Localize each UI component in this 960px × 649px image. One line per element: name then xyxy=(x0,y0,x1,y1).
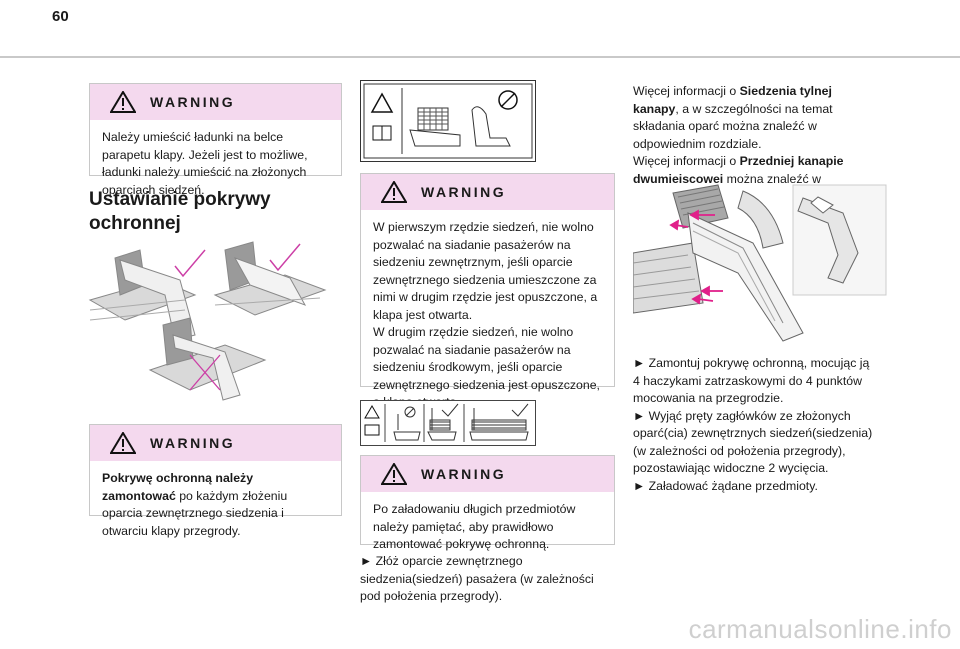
step-fold-seat: ► Złóż oparcie zewnętrznego siedzenia(si… xyxy=(360,554,594,603)
manual-book-icon xyxy=(364,424,380,436)
check-mark-1 xyxy=(174,249,206,278)
seat-drawing-3 xyxy=(148,317,267,401)
page-number: 60 xyxy=(52,8,69,25)
cover-mounting-illustration xyxy=(633,183,888,343)
warning-box-3: WARNING W pierwszym rzędzie siedzeń, nie… xyxy=(360,173,615,409)
intro-text-c: Więcej informacji o xyxy=(633,154,740,168)
warning-box-4: WARNING Po załadowaniu długich przedmiot… xyxy=(360,455,615,551)
warning-triangle-icon xyxy=(364,405,380,419)
warning-triangle-icon xyxy=(381,181,407,203)
column-3-steps: ► Zamontuj pokrywę ochronną, mocując ją … xyxy=(633,355,873,495)
hook-detail xyxy=(792,184,887,296)
warning-title: WARNING xyxy=(421,466,507,482)
warning-triangle-icon xyxy=(110,432,136,454)
step-load-items: ► Załadować żądane przedmioty. xyxy=(633,478,818,493)
watermark: carmanualsonline.info xyxy=(688,614,952,644)
warning-header: WARNING xyxy=(90,425,341,461)
warning-title: WARNING xyxy=(421,184,507,200)
seat-grid-drawing xyxy=(409,106,511,147)
config-1 xyxy=(393,406,421,441)
seat-drawing-2 xyxy=(213,241,327,316)
hook-arrows xyxy=(669,209,723,305)
warning-text: Pokrywę ochronną należy zamontować po ka… xyxy=(90,461,341,550)
warning-bold: Pokrywę ochronną należy zamontować xyxy=(102,471,254,503)
partition-drawing xyxy=(633,184,804,342)
warning-text: W pierwszym rzędzie siedzeń, nie wolno p… xyxy=(373,220,600,409)
section-heading: Ustawianie pokrywy ochronnej xyxy=(89,189,271,234)
step-mount-cover: ► Zamontuj pokrywę ochronną, mocując ją … xyxy=(633,356,870,405)
warning-triangle-icon xyxy=(381,463,407,485)
warning-title: WARNING xyxy=(150,435,236,451)
warning-box-1: WARNING Należy umieścić ładunki na belce… xyxy=(89,83,342,197)
top-rule xyxy=(0,56,960,58)
seat-configurations-pictogram xyxy=(360,400,536,446)
seat-fold-illustration xyxy=(88,241,327,401)
prohibited-icon xyxy=(498,90,518,110)
intro-bold-a: Siedzenia tylnej kanapy xyxy=(633,84,832,116)
warning-box-2: WARNING Pokrywę ochronną należy zamontow… xyxy=(89,424,342,538)
warning-title: WARNING xyxy=(150,94,236,110)
warning-manual-pictogram xyxy=(360,80,536,162)
warning-header: WARNING xyxy=(361,456,614,492)
intro-text-b: , a w szczególności na temat składania o… xyxy=(633,101,833,151)
step-remove-headrests: ► Wyjąć pręty zagłówków ze złożonych opa… xyxy=(633,408,873,476)
warning-text: Po załadowaniu długich przedmiotów należ… xyxy=(373,502,576,551)
cross-mark xyxy=(189,354,221,391)
warning-header: WARNING xyxy=(361,174,614,210)
warning-text: Należy umieścić ładunki na belce parapet… xyxy=(102,130,308,197)
warning-header: WARNING xyxy=(90,84,341,120)
intro-text-a: Więcej informacji o xyxy=(633,84,740,98)
config-3 xyxy=(469,403,529,441)
intro-bold-c: Przedniej kanapie dwumiejscowej xyxy=(633,154,844,186)
check-mark-2 xyxy=(269,243,301,272)
warning-triangle-icon xyxy=(110,91,136,113)
warning-triangle-icon xyxy=(370,92,394,113)
warning-rest: po każdym złożeniu oparcia zewnętrznego … xyxy=(102,488,288,538)
config-2 xyxy=(427,403,459,441)
